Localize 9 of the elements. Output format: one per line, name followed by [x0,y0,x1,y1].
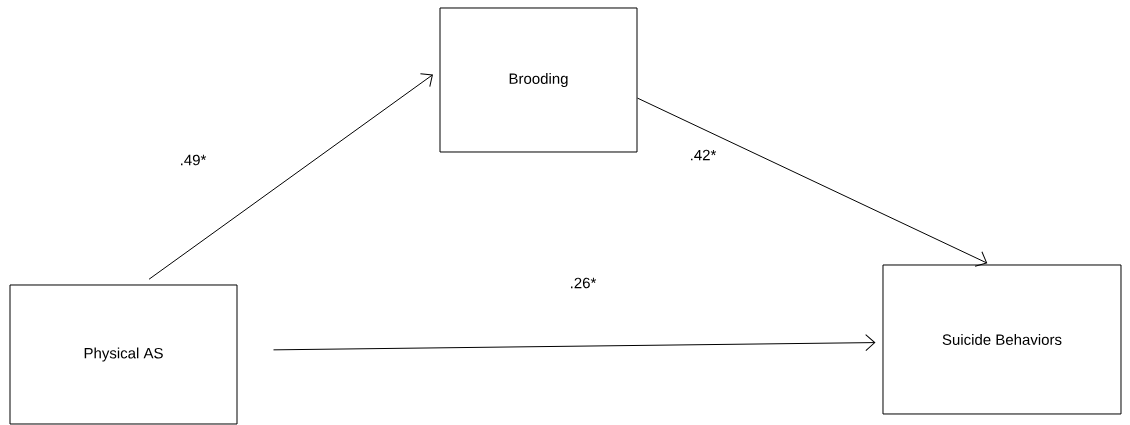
process-box: Physical AS [9,284,238,425]
process-box: Suicide Behaviors [882,264,1122,415]
arrow [637,97,988,267]
arrow [148,73,433,280]
arrow [273,334,876,352]
edge-label: .42* [691,149,717,161]
process-box: Brooding [439,7,638,153]
edge-label: .49* [181,154,207,166]
edge-label: .26* [571,277,597,289]
